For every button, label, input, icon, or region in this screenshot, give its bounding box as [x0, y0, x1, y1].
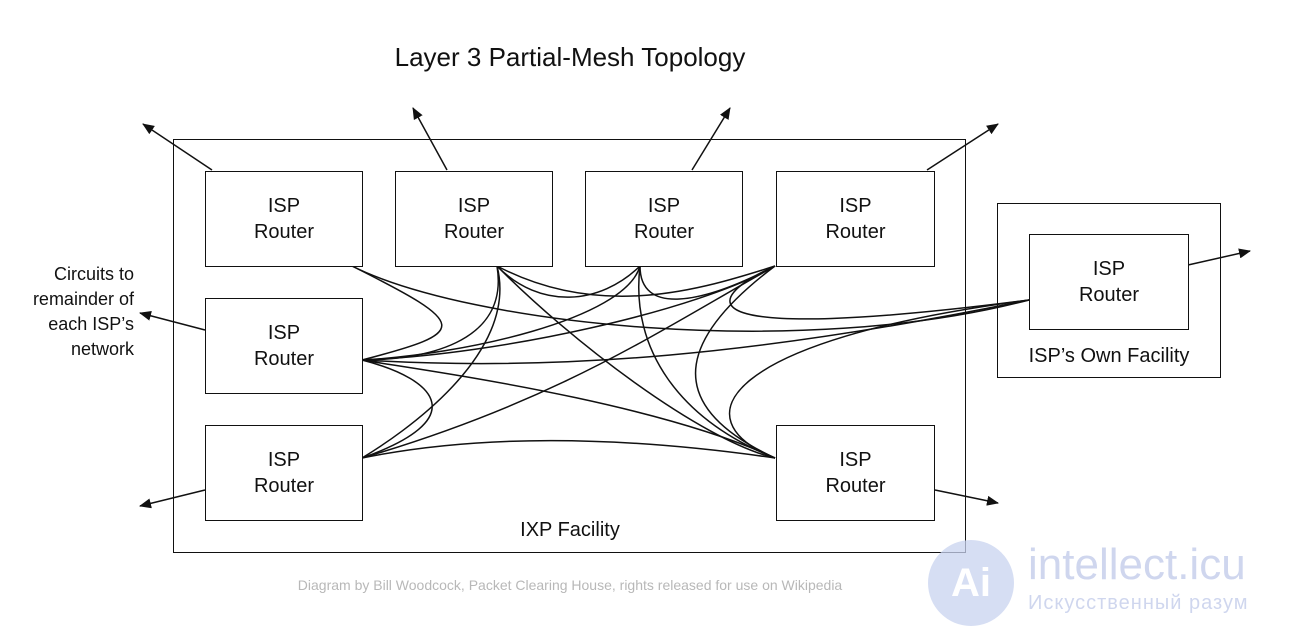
- isp-router-top-2: ISP Router: [395, 171, 553, 267]
- isp-own-facility-label: ISP’s Own Facility: [1028, 345, 1190, 367]
- isp-router-own-facility: ISP Router: [1029, 234, 1189, 330]
- arrow-own-facility: [1187, 248, 1251, 266]
- watermark-subtitle: Искусственный разум: [1028, 592, 1249, 614]
- isp-router-bottom-left: ISP Router: [205, 425, 363, 521]
- router-label-line1: ISP: [647, 195, 681, 217]
- isp-router-top-3: ISP Router: [585, 171, 743, 267]
- router-label-line2: Router: [253, 221, 315, 243]
- arrow-top-right: [926, 123, 999, 171]
- router-label-line1: ISP: [839, 449, 872, 471]
- mesh-link: [728, 299, 1030, 459]
- router-label-line2: Router: [825, 475, 886, 497]
- router-label-line2: Router: [253, 475, 315, 497]
- watermark-name: intellect.icu: [1028, 540, 1246, 589]
- arrow-top-left: [142, 123, 213, 171]
- mesh-link: [496, 265, 641, 298]
- router-label-line2: Router: [633, 221, 695, 243]
- mesh-link: [361, 439, 776, 459]
- mesh-link: [496, 265, 776, 297]
- mesh-link: [361, 265, 776, 459]
- diagram-title: Layer 3 Partial-Mesh Topology: [394, 42, 746, 72]
- mesh-link: [361, 299, 1030, 365]
- router-label-line2: Router: [825, 221, 886, 243]
- arrow-middle-left: [139, 310, 206, 331]
- router-label-line2: Router: [253, 348, 315, 370]
- router-label-line1: ISP: [457, 195, 491, 217]
- mesh-link: [496, 265, 776, 459]
- watermark-logo-icon: Ai: [928, 540, 1014, 626]
- router-label-line1: ISP: [267, 322, 301, 344]
- mesh-link: [351, 265, 443, 361]
- mesh-link: [361, 265, 501, 459]
- mesh-link: [729, 265, 1030, 320]
- circuits-annotation: Circuits to remainder of each ISP’s netw…: [32, 264, 134, 359]
- mesh-link: [361, 359, 776, 459]
- mesh-link: [361, 265, 641, 361]
- router-label-line2: Router: [1078, 284, 1140, 306]
- ixp-facility-label: IXP Facility: [520, 519, 620, 541]
- mesh-link: [638, 265, 776, 459]
- router-label-line1: ISP: [267, 195, 301, 217]
- isp-router-top-4: ISP Router: [776, 171, 935, 267]
- isp-router-top-1: ISP Router: [205, 171, 363, 267]
- mesh-curves: [351, 265, 1030, 459]
- arrow-bottom-right: [934, 489, 999, 506]
- router-label-line2: Router: [443, 221, 505, 243]
- arrow-bottom-left: [139, 489, 206, 509]
- isp-own-facility-box: [997, 203, 1221, 378]
- router-label-line1: ISP: [839, 195, 872, 217]
- mesh-link: [361, 359, 433, 459]
- router-label-line1: ISP: [267, 449, 301, 471]
- isp-router-bottom-right: ISP Router: [776, 425, 935, 521]
- ixp-facility-box: [173, 139, 966, 553]
- router-label-line1: ISP: [1092, 258, 1126, 280]
- mesh-link: [361, 265, 776, 361]
- isp-router-middle-left: ISP Router: [205, 298, 363, 394]
- mesh-link: [694, 265, 776, 459]
- diagram-credit: Diagram by Bill Woodcock, Packet Clearin…: [297, 577, 843, 593]
